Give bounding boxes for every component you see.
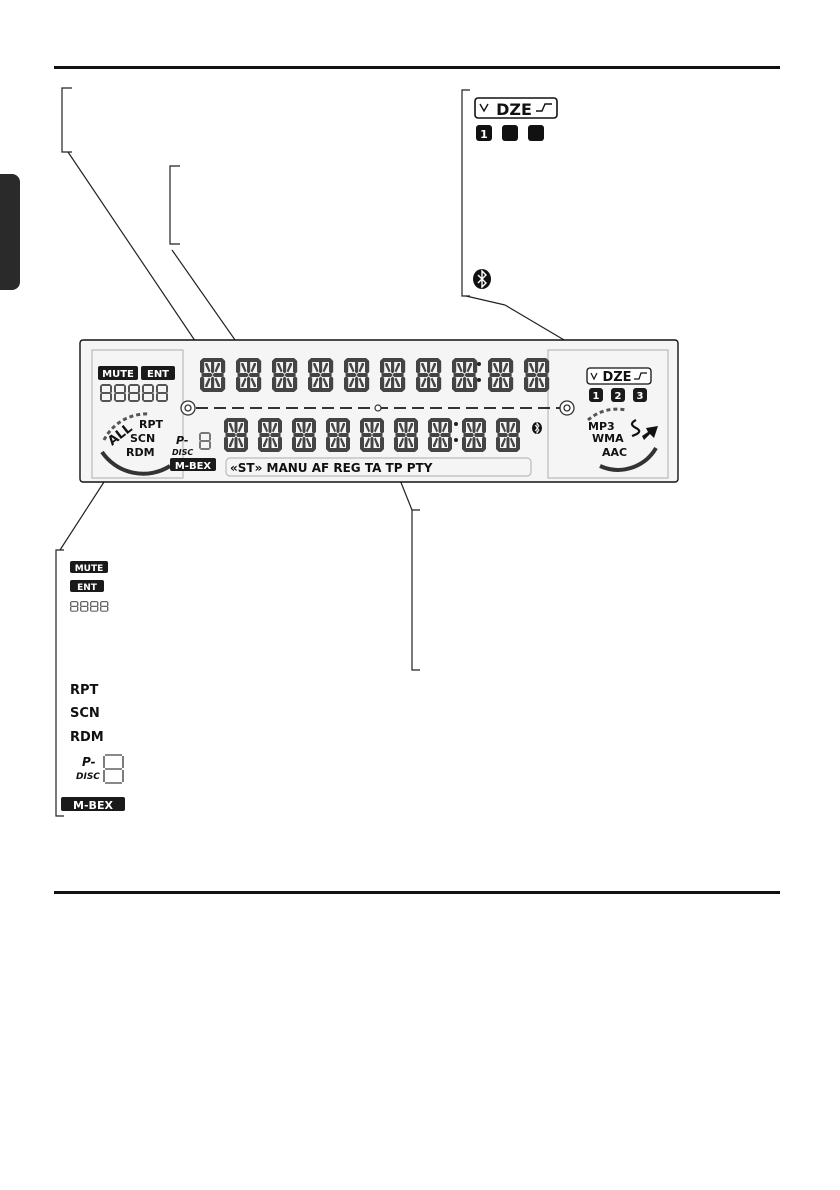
display-p-prefix: P- <box>176 434 188 447</box>
legend-list: MUTE ENT RPT SCN RDM P- DISC M-BEX <box>61 561 125 812</box>
display-preset-3: 3 <box>637 391 644 402</box>
display-scn: SCN <box>130 432 155 445</box>
display-format-aac: AAC <box>602 446 627 459</box>
callout-preset-1: 1 <box>480 128 488 141</box>
display-preset-2: 2 <box>615 391 622 402</box>
side-tab <box>0 174 20 290</box>
callout-bluetooth-icon <box>473 269 491 289</box>
legend-rpt: RPT <box>70 683 99 698</box>
legend-mute: MUTE <box>75 564 104 574</box>
legend-mbex: M-BEX <box>73 799 113 812</box>
display-mute-badge: MUTE <box>102 369 134 380</box>
display-preset-1: 1 <box>593 391 600 402</box>
legend-ent: ENT <box>77 583 98 593</box>
display-rdm: RDM <box>126 446 155 459</box>
display-format-mp3: MP3 <box>588 420 615 433</box>
legend-rdm: RDM <box>70 730 104 745</box>
bottom-rule <box>54 891 780 894</box>
display-disc: DISC <box>172 448 193 457</box>
display-dze: DZE <box>602 370 631 385</box>
legend-disc: DISC <box>76 772 100 782</box>
display-mbex-badge: M-BEX <box>175 461 212 472</box>
lcd-display: MUTE ENT ALL RPT SCN RDM P- DISC M-BEX «… <box>79 339 679 483</box>
display-bottom-indicators: «ST» MANU AF REG TA TP PTY <box>230 461 433 475</box>
display-ent-badge: ENT <box>147 369 169 380</box>
display-format-wma: WMA <box>592 432 624 445</box>
display-bluetooth-icon <box>532 421 542 435</box>
top-rule <box>54 66 780 69</box>
r-logo-icon <box>642 426 658 440</box>
s-logo-icon <box>630 419 641 438</box>
legend-p-prefix: P- <box>82 755 96 769</box>
callout-dze-text: DZE <box>496 100 532 119</box>
display-rpt: RPT <box>139 418 164 431</box>
legend-scn: SCN <box>70 706 100 721</box>
callout-dze-group: DZE 1 <box>474 97 558 141</box>
